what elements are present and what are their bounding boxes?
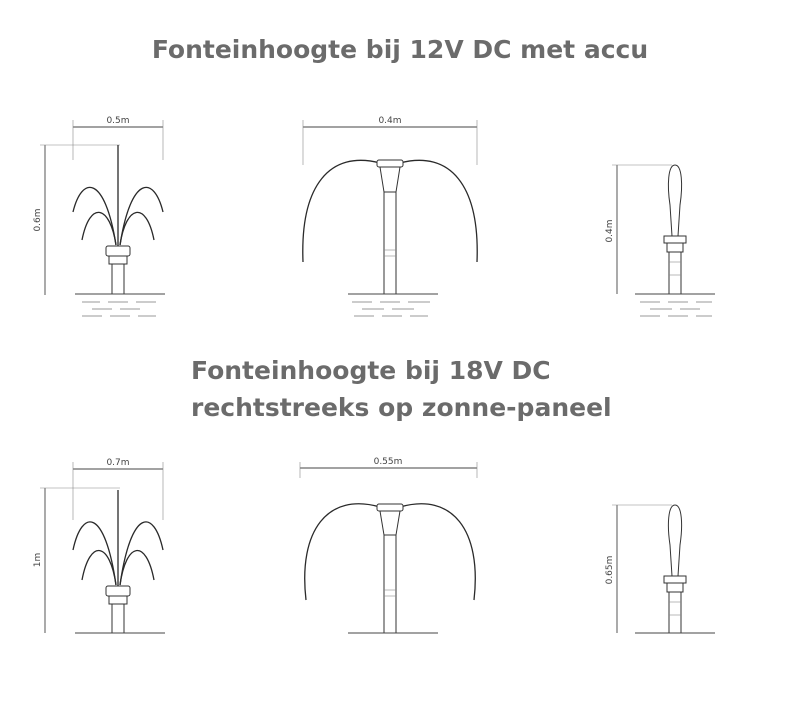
dim-height-top-left: 0.6m (33, 208, 43, 231)
dim-height-top-right: 0.4m (605, 219, 615, 242)
dim-width-top-left: 0.5m (106, 116, 129, 126)
fountain-multi-jet-icon: 0.5m 0.6m (33, 116, 165, 317)
title-18v-line1: Fonteinhoogte bij 18V DC (191, 356, 551, 385)
dim-height-bottom-left: 1m (33, 553, 43, 568)
title-18v-line2: rechtstreeks op zonne-paneel (191, 393, 612, 422)
fountain-multi-jet-icon: 0.7m 1m (33, 458, 165, 634)
dim-height-bottom-right: 0.65m (605, 556, 615, 585)
title-12v: Fonteinhoogte bij 12V DC met accu (151, 35, 649, 64)
dim-width-bottom-middle: 0.55m (374, 457, 403, 467)
fountain-dome-icon: 0.4m (302, 116, 478, 317)
dim-width-top-middle: 0.4m (378, 116, 401, 126)
fountain-single-jet-icon: 0.65m (605, 504, 715, 634)
fountain-dome-icon: 0.55m (299, 457, 478, 634)
dim-width-bottom-left: 0.7m (106, 458, 129, 468)
fountain-single-jet-icon: 0.4m (605, 164, 715, 317)
